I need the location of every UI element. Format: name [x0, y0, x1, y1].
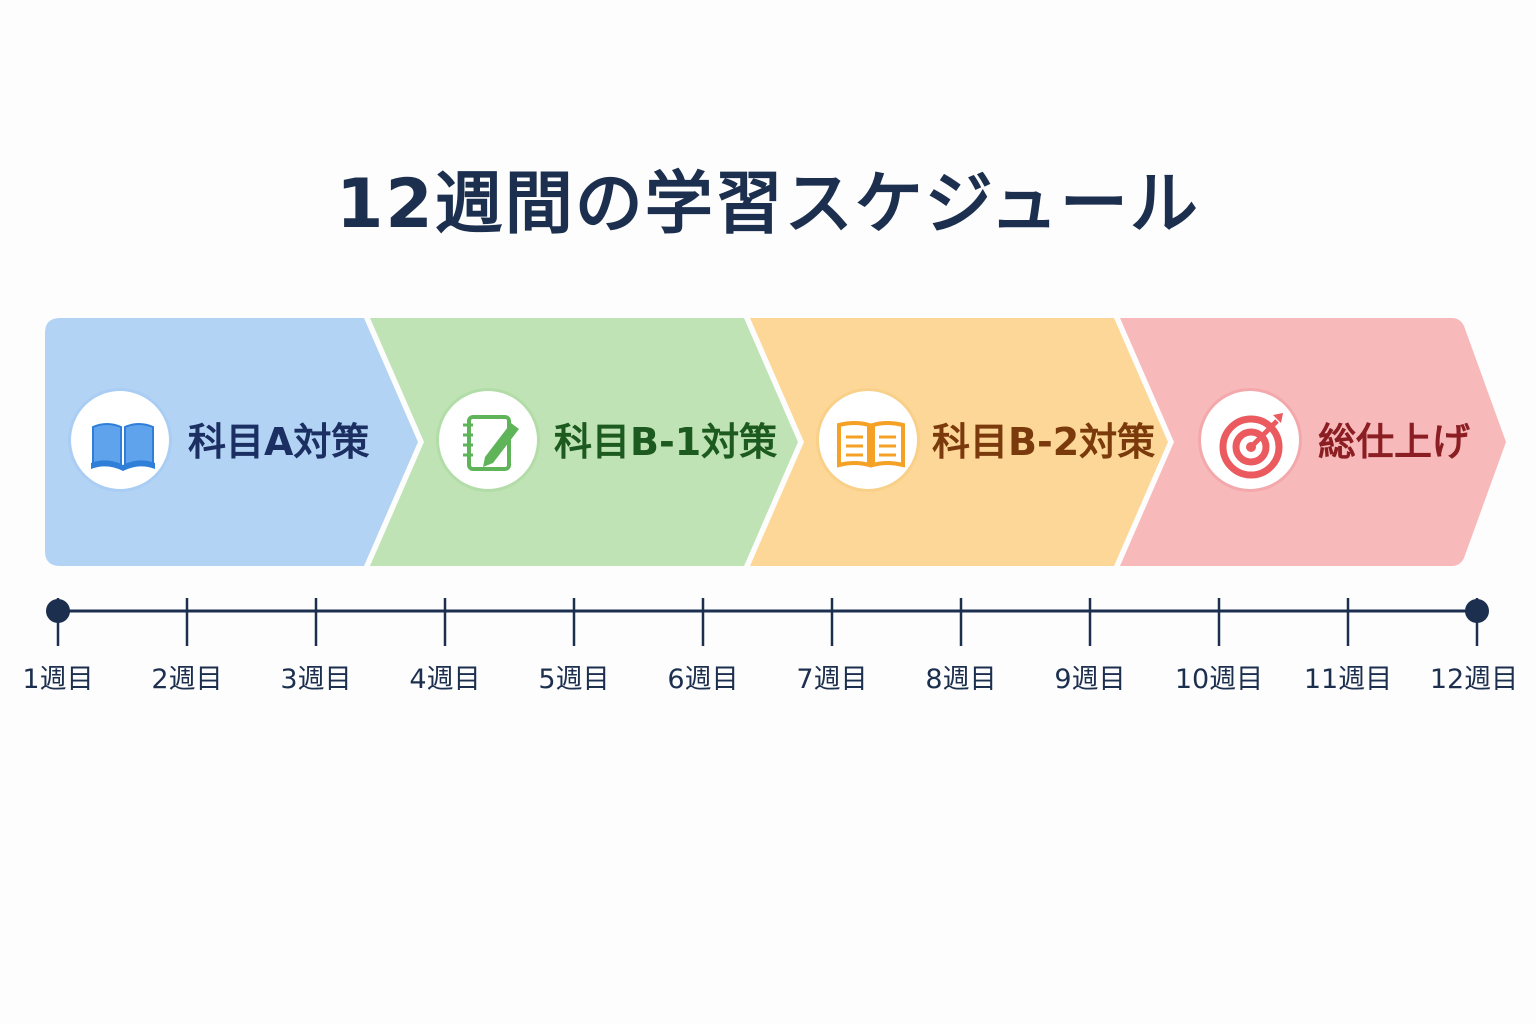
notebook-pencil-icon	[463, 415, 519, 471]
week-label: 8週目	[925, 664, 997, 695]
phase-arrow-3	[750, 318, 1168, 566]
phase-4-icon-badge	[1198, 388, 1302, 492]
phase-arrow-4	[1120, 318, 1506, 566]
week-label: 2週目	[151, 664, 223, 695]
phase-1-icon-badge	[68, 388, 172, 492]
week-label: 7週目	[796, 664, 868, 695]
phase-arrow-1	[45, 318, 418, 566]
phase-label-1: 科目A対策	[188, 420, 370, 464]
week-label: 11週目	[1303, 664, 1393, 695]
week-label: 6週目	[667, 664, 739, 695]
week-label: 9週目	[1054, 664, 1126, 695]
phase-label-4: 総仕上げ	[1318, 420, 1471, 464]
week-label: 3週目	[280, 664, 352, 695]
week-label: 10週目	[1174, 664, 1264, 695]
phase-arrow-2	[370, 318, 798, 566]
phase-label-2: 科目B-1対策	[554, 420, 778, 464]
page-title: 12週間の学習スケジュール	[336, 165, 1200, 244]
week-label: 12週目	[1429, 664, 1519, 695]
week-label: 1週目	[22, 664, 94, 695]
phase-2-icon-badge	[436, 388, 540, 492]
phase-3-icon-badge	[816, 388, 920, 492]
week-label: 4週目	[409, 664, 481, 695]
target-arrow-icon	[1219, 413, 1283, 479]
week-label: 5週目	[538, 664, 610, 695]
open-book-icon	[837, 421, 905, 468]
phase-label-3: 科目B-2対策	[932, 420, 1156, 464]
open-book-icon	[91, 423, 155, 471]
